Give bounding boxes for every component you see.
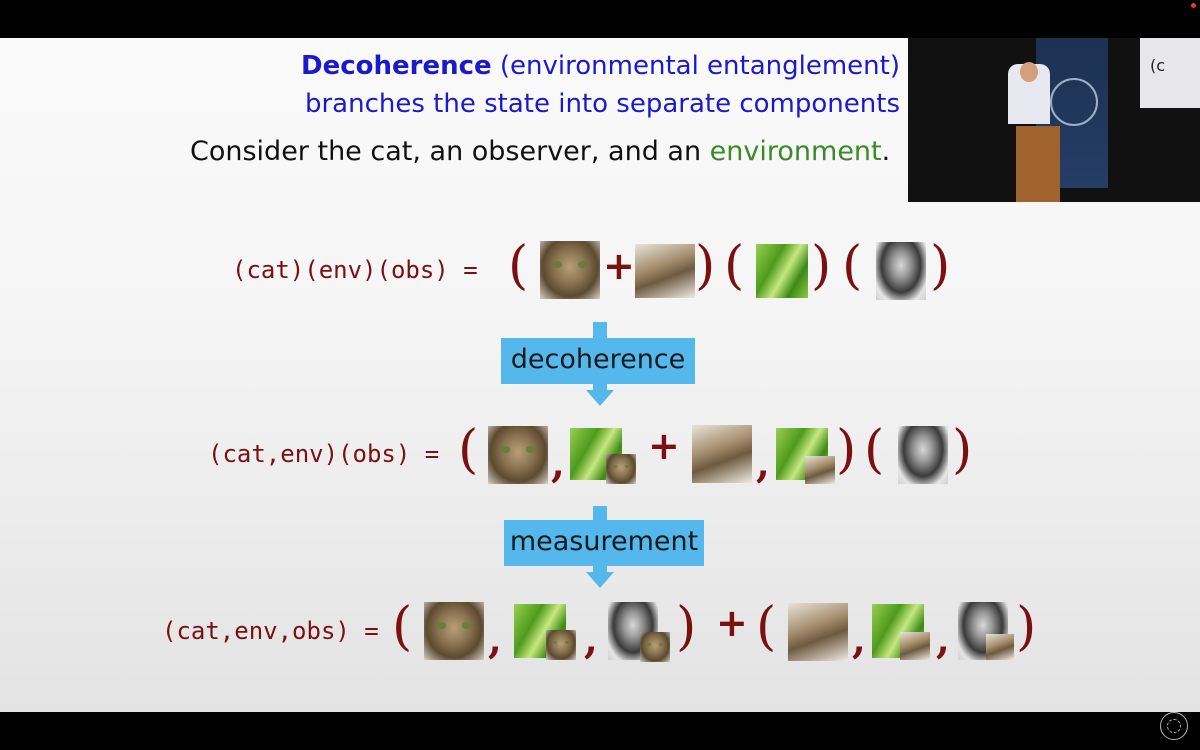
cat-awake-image [424,602,484,660]
podium [1016,126,1060,202]
row2-plus: + [648,424,680,468]
row1-open-paren-3: ( [842,236,863,296]
cat-sleeping-image [692,425,752,483]
recording-dot [1191,3,1196,8]
row2-open-paren-2: ( [864,420,885,480]
row2-comma-2: , [756,440,770,487]
arrow2-stem [593,506,607,520]
row2-comma-1: , [551,440,565,487]
cat-sleeping-small-image [900,632,930,660]
row1-close-paren-2: ) [811,236,832,296]
projection-screen: (c [1140,38,1200,108]
row2-open-paren: ( [458,420,479,480]
arrow2-head [586,572,614,588]
cat-awake-small-image [640,632,670,662]
row1-plus: + [603,244,635,288]
row3-plus: + [716,601,748,645]
title-line2: branches the state into separate compone… [304,89,900,119]
row2-lhs: (cat,env)(obs) = [208,440,440,468]
cat-awake-image [488,426,548,484]
cat-sleeping-image [635,244,695,298]
row3-comma-4: , [936,616,950,663]
row1-open-paren: ( [508,236,529,296]
cat-awake-small-image [546,630,576,660]
title-rest: (environmental entanglement) [491,51,900,81]
watermark-logo-icon [1160,712,1188,740]
row3-open-paren-2: ( [756,597,777,657]
slide-title: Decoherence (environmental entanglement)… [301,47,900,123]
row3-comma-2: , [584,616,598,663]
observer-image [876,242,926,300]
cat-sleeping-small-image [805,456,835,484]
measurement-label: measurement [504,520,704,566]
arrow2-stem-lower [593,566,607,572]
speaker-head [1020,62,1038,82]
cat-awake-small-image [606,454,636,484]
row3-comma-1: , [488,616,502,663]
decoherence-label: decoherence [501,338,695,384]
speaker-video: (c [908,38,1200,202]
row3-lhs: (cat,env,obs) = [162,617,379,645]
arrow1-stem-lower [593,384,607,390]
consider-text: Consider the cat, an observer, and an en… [190,136,890,167]
row1-lhs: (cat)(env)(obs) = [232,256,478,284]
row1-close-paren-3: ) [930,236,951,296]
arrow1-head [586,390,614,406]
bottom-bar [0,712,1200,750]
top-bar [0,0,1200,38]
row3-close-paren-2: ) [1016,597,1037,657]
cat-awake-image [540,241,600,299]
screen-text: (c [1150,56,1166,75]
row1-open-paren-2: ( [724,236,745,296]
row3-open-paren-1: ( [392,597,413,657]
row3-comma-3: , [852,616,866,663]
row2-close-paren-2: ) [952,420,973,480]
cat-sleeping-image [788,603,848,661]
consider-before: Consider the cat, an observer, and an [190,136,710,167]
seal-icon [1050,78,1098,126]
row1-close-paren-1: ) [695,236,716,296]
consider-env: environment [709,136,882,167]
row3-close-paren-1: ) [676,597,697,657]
grass-image [756,244,808,298]
arrow1-stem [593,322,607,338]
consider-after: . [881,136,891,167]
title-bold: Decoherence [300,51,492,81]
cat-sleeping-small-image [986,634,1014,660]
row2-close-paren-1: ) [836,420,857,480]
observer-image [898,426,948,484]
